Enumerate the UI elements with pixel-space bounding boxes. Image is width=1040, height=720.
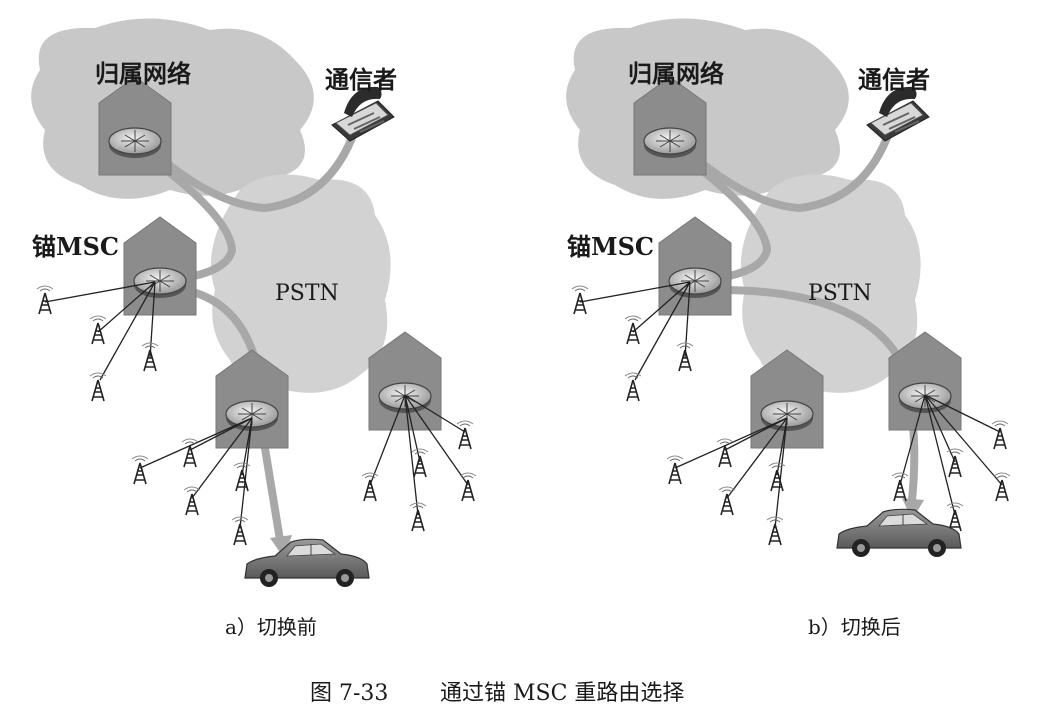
tower-icon (991, 420, 1009, 450)
tower-icon (456, 420, 474, 450)
arrowhead-b (902, 498, 924, 520)
arrowhead-a (270, 535, 292, 558)
tower-icon (36, 285, 54, 315)
car-icon-b (836, 508, 962, 558)
tower-icon (768, 462, 786, 492)
pstn-label-b: PSTN (808, 281, 872, 306)
tower-icon (891, 472, 909, 502)
tower-icon (993, 472, 1011, 502)
tower-icon (89, 315, 107, 345)
panel-a: 归属网络 通信者 锚MSC PSTN a）切换前 (31, 18, 477, 639)
tower-icon (946, 502, 964, 532)
new-msc-cells-a (139, 417, 253, 529)
tower-icon (411, 448, 429, 478)
tower-icon (409, 502, 427, 532)
subfigure-caption-a: a）切换前 (225, 615, 317, 639)
pstn-cloud-b (740, 174, 921, 393)
tower-icon (946, 448, 964, 478)
tower-icon (361, 472, 379, 502)
anchor-msc-label-b: 锚MSC (567, 232, 654, 261)
pstn-cloud-a (210, 174, 391, 393)
new-msc-cells-b (899, 394, 1003, 516)
tower-icon (231, 516, 249, 546)
tower-icon (624, 315, 642, 345)
car-icon-a (244, 538, 370, 588)
link-home-anchor-a (136, 146, 237, 282)
other-msc-cells-a (369, 394, 469, 516)
home-network-label-b: 归属网络 (628, 59, 724, 88)
panel-b: 归属网络 通信者 锚MSC PSTN b）切换后 (566, 18, 1011, 639)
home-network-label-a: 归属网络 (95, 59, 191, 88)
tower-icon (766, 516, 784, 546)
link-home-correspondent-b (671, 126, 894, 213)
figure-number: 图 7-33 (310, 681, 388, 706)
tower-icon (624, 372, 642, 402)
anchor-msc-label-a: 锚MSC (32, 232, 119, 261)
tower-icon (571, 285, 589, 315)
pstn-label-a: PSTN (275, 281, 339, 306)
correspondent-label-b: 通信者 (858, 65, 930, 94)
correspondent-phone-b (866, 85, 930, 142)
subfigure-caption-b: b）切换后 (808, 615, 901, 639)
anchor-msc-cells-b (579, 281, 691, 381)
figure-caption: 通过锚 MSC 重路由选择 (440, 681, 684, 706)
old-msc-cells-b (674, 417, 788, 529)
tower-icon (233, 462, 251, 492)
tower-icon (131, 455, 149, 485)
correspondent-label-a: 通信者 (325, 65, 397, 94)
link-home-anchor-b (671, 146, 772, 282)
correspondent-phone-a (331, 85, 395, 142)
anchor-msc-cells-a (44, 281, 156, 381)
link-home-correspondent-a (136, 126, 359, 213)
tower-icon (89, 372, 107, 402)
tower-icon (666, 455, 684, 485)
